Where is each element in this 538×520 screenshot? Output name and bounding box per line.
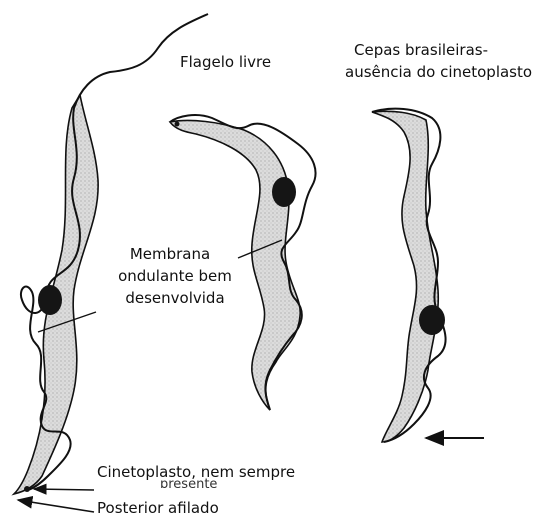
middle-nucleus [272,177,296,207]
flagelo-livre-label: Flagelo livre [180,52,271,72]
right-trypanosome [372,109,446,442]
cinetoplasto-arrow [34,489,94,490]
cepas-label-line1: Cepas brasileiras- [354,40,488,60]
middle-kinetoplast [175,122,180,127]
cinetoplasto-label-line2: presente [160,478,217,488]
membrana-label-line3: desenvolvida [100,288,250,308]
membrana-label-line2: ondulante bem [100,266,250,286]
right-body [372,111,438,442]
cepas-label-line2: ausência do cinetoplasto [345,62,532,82]
left-kinetoplast [24,486,30,492]
membrana-label-line1: Membrana [108,244,232,264]
posterior-arrow [18,500,94,512]
posterior-label: Posterior afilado [97,498,219,518]
right-nucleus [419,305,445,335]
left-nucleus [38,285,62,315]
